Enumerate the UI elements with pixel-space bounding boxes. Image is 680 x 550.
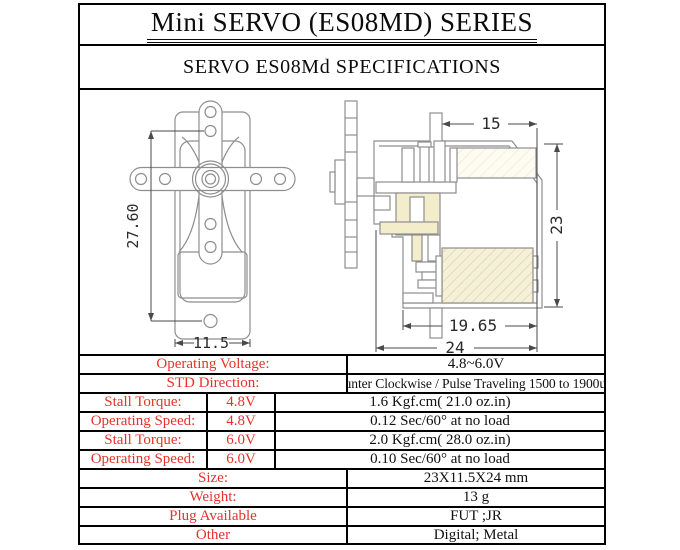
bottom-mount-hole: [203, 313, 218, 329]
table-row-plug: Plug Available FUT ;JR: [80, 508, 604, 527]
spec-value: FUT ;JR: [450, 508, 502, 524]
subtitle-box: SERVO ES08Md SPECIFICATIONS: [80, 46, 604, 90]
spec-condition: 6.0V: [208, 451, 276, 468]
spec-value: 23X11.5X24 mm: [423, 470, 529, 486]
side-view: [329, 100, 543, 339]
table-row-size: Size: 23X11.5X24 mm: [80, 470, 604, 489]
spec-label: Other: [80, 527, 348, 544]
spec-value: Counter Clockwise / Pulse Traveling 1500…: [348, 375, 604, 391]
title-box: Mini SERVO (ES08MD) SERIES: [80, 5, 604, 46]
spec-label: Operating Speed:: [80, 451, 208, 468]
table-row-std-direction: STD Direction: Counter Clockwise / Pulse…: [80, 375, 604, 394]
gear-train: [373, 140, 458, 304]
spec-value: 1.6 Kgf.cm( 21.0 oz.in): [369, 394, 511, 410]
spec-label: STD Direction:: [80, 375, 348, 392]
table-row-operating-speed-60: Operating Speed: 6.0V 0.10 Sec/60° at no…: [80, 451, 604, 470]
gear-cover-section: [453, 147, 537, 179]
spec-value: 0.10 Sec/60° at no load: [370, 451, 510, 467]
side-overall-length-dim-label: 24: [445, 338, 464, 354]
spec-table: Operating Voltage: 4.8~6.0V STD Directio…: [80, 356, 604, 544]
technical-drawing-svg: 27.60 11.5: [124, 100, 566, 354]
side-top-width-dim-label: 15: [481, 114, 500, 133]
table-row-weight: Weight: 13 g: [80, 489, 604, 508]
spec-condition: 6.0V: [208, 432, 276, 449]
spec-value: 0.12 Sec/60° at no load: [370, 413, 510, 429]
page-title: Mini SERVO (ES08MD) SERIES: [146, 7, 538, 43]
spec-condition: 4.8V: [208, 394, 276, 411]
front-width-dim-label: 11.5: [193, 334, 229, 352]
spec-value: 2.0 Kgf.cm( 28.0 oz.in): [369, 432, 511, 448]
spec-label: Stall Torque:: [80, 432, 208, 449]
front-view-dimensions: [148, 130, 251, 347]
document-frame: Mini SERVO (ES08MD) SERIES SERVO ES08Md …: [78, 3, 606, 545]
spec-condition: 4.8V: [208, 413, 276, 430]
horn-holes: [134, 105, 287, 254]
technical-drawing-area: 27.60 11.5: [80, 90, 604, 356]
front-view: [129, 100, 296, 340]
front-height-dim-label: 27.60: [124, 203, 142, 248]
spec-value: Digital; Metal: [433, 527, 519, 543]
spec-label: Stall Torque:: [80, 394, 208, 411]
side-view-dimensions: [375, 121, 563, 352]
spec-label: Operating Speed:: [80, 413, 208, 430]
spec-label: Weight:: [80, 489, 348, 506]
table-row-stall-torque-48: Stall Torque: 4.8V 1.6 Kgf.cm( 21.0 oz.i…: [80, 394, 604, 413]
side-height-dim-label: 23: [547, 215, 566, 234]
spec-label: Operating Voltage:: [80, 356, 348, 373]
servo-horn-front: [129, 100, 296, 265]
bottom-shaft: [429, 307, 443, 339]
table-row-stall-torque-60: Stall Torque: 6.0V 2.0 Kgf.cm( 28.0 oz.i…: [80, 432, 604, 451]
page-subtitle: SERVO ES08Md SPECIFICATIONS: [183, 55, 501, 78]
table-row-operating-speed-48: Operating Speed: 4.8V 0.12 Sec/60° at no…: [80, 413, 604, 432]
motor-block: [435, 247, 539, 304]
servo-horn-side: [329, 100, 358, 269]
side-body-length-dim-label: 19.65: [449, 316, 497, 335]
table-row-other: Other Digital; Metal: [80, 527, 604, 544]
spec-value: 13 g: [462, 489, 490, 505]
table-row-operating-voltage: Operating Voltage: 4.8~6.0V: [80, 356, 604, 375]
spec-value: 4.8~6.0V: [447, 356, 505, 372]
spec-label: Size:: [80, 470, 348, 487]
servo-hub: [191, 160, 230, 198]
spec-label: Plug Available: [80, 508, 348, 525]
